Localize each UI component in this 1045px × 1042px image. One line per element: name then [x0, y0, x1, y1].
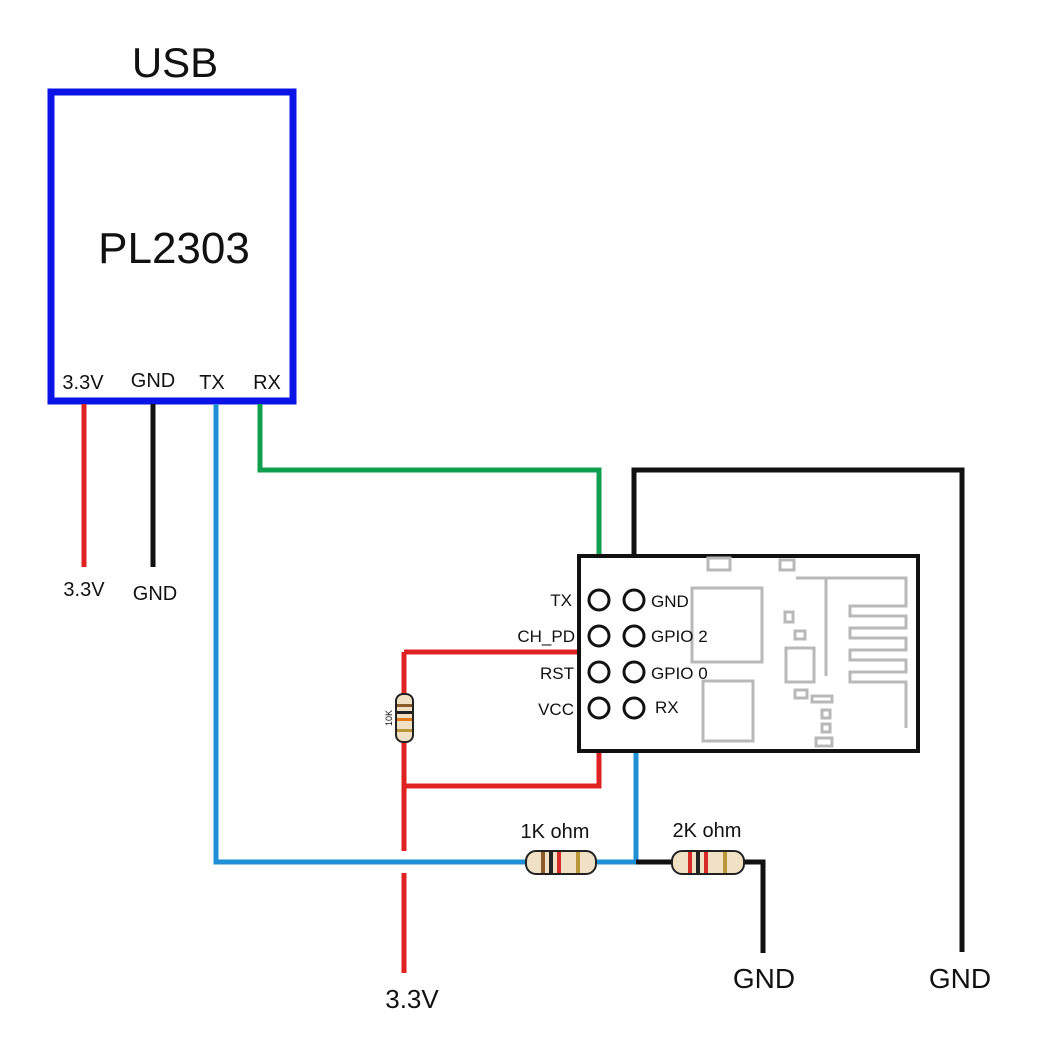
pin-gpio2 — [622, 624, 646, 648]
module-label-ch-pd: CH_PD — [517, 627, 575, 646]
pin-label-3v3: 3.3V — [62, 372, 104, 394]
pin-tx — [587, 588, 611, 612]
resistor-1k — [525, 850, 597, 875]
esp-module-traces — [690, 556, 908, 748]
wire-module-gnd — [631, 467, 965, 952]
terminal-gnd-divider-label: GND — [733, 963, 795, 994]
module-label-rx: RX — [655, 698, 679, 717]
pin-vcc — [587, 696, 611, 720]
pin-rst — [587, 660, 611, 684]
wire-2k-to-gnd — [744, 859, 766, 953]
pin-gnd — [622, 588, 646, 612]
wire-vcc — [404, 708, 602, 789]
pl2303-box — [47, 88, 297, 405]
resistor-2k-label: 2K ohm — [673, 820, 742, 842]
resistor-10k — [395, 693, 414, 743]
resistor-2k — [671, 850, 745, 875]
pin-gpio0 — [622, 660, 646, 684]
pin-label-gnd: GND — [131, 370, 175, 392]
terminal-gnd-module-label: GND — [929, 963, 991, 994]
module-label-gnd: GND — [651, 592, 689, 611]
pin-rx — [622, 696, 646, 720]
pin-label-rx: RX — [253, 372, 281, 394]
resistor-10k-label: 10K — [384, 710, 394, 726]
wire-rx-to-module-tx — [257, 404, 602, 598]
lead-label-gnd: GND — [133, 583, 177, 605]
module-label-tx: TX — [550, 591, 572, 610]
usb-label: USB — [132, 39, 218, 86]
terminal-3v3-label: 3.3V — [385, 984, 439, 1014]
module-label-gpio0: GPIO 0 — [651, 664, 708, 683]
module-label-vcc: VCC — [538, 700, 574, 719]
pl2303-chip-label: PL2303 — [98, 224, 250, 273]
esp-pin-headers — [587, 588, 646, 720]
wire-tx-to-divider — [213, 404, 526, 865]
pin-label-tx: TX — [199, 372, 225, 394]
module-label-gpio2: GPIO 2 — [651, 627, 708, 646]
esp-module-board — [577, 554, 920, 753]
pin-ch-pd — [587, 624, 611, 648]
lead-label-3v3: 3.3V — [63, 579, 105, 601]
module-label-rst: RST — [540, 664, 574, 683]
resistor-1k-label: 1K ohm — [521, 821, 590, 843]
